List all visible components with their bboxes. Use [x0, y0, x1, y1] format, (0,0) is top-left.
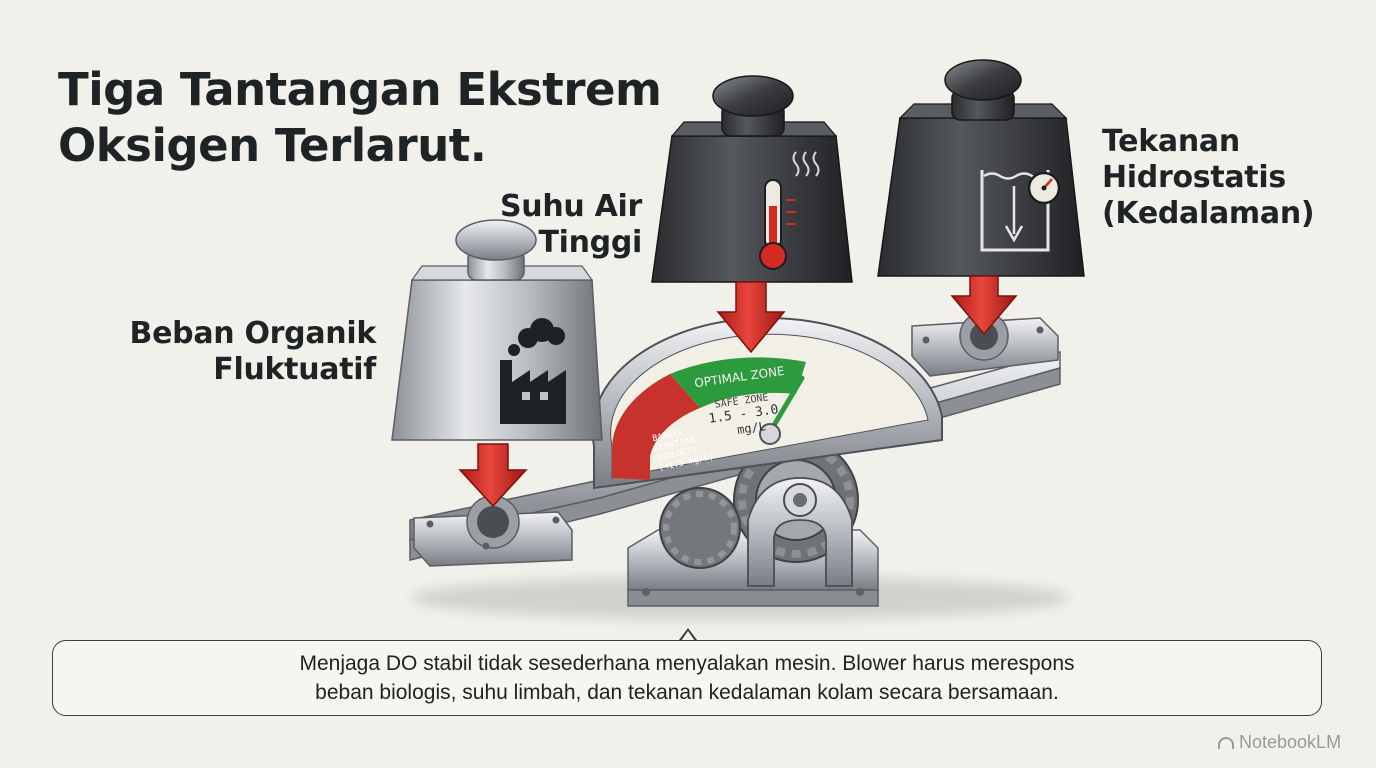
caption-line-2: beban biologis, suhu limbah, dan tekanan… — [315, 681, 1059, 704]
label-organic-line-2: Fluktuatif — [213, 352, 376, 387]
weight-water-temperature — [651, 75, 853, 283]
right-pan — [911, 311, 1059, 377]
caption-box: Menjaga DO stabil tidak sesederhana meny… — [52, 640, 1322, 716]
heat-waves-icon — [792, 151, 820, 177]
thermometer-icon — [759, 179, 796, 270]
weight-organic-load — [391, 219, 603, 441]
gauge-needle — [767, 375, 805, 435]
title-line-1: Tiga Tantangan Ekstrem — [58, 63, 662, 116]
watermark-text: NotebookLM — [1239, 732, 1342, 752]
label-organic-line-1: Beban Organik — [129, 316, 377, 351]
caption-pointer — [679, 628, 697, 641]
label-organic-load: Beban Organik Fluktuatif — [110, 316, 377, 388]
down-arrow-icon — [716, 281, 786, 354]
watermark: NotebookLM — [1218, 732, 1341, 753]
down-arrow-icon — [458, 443, 528, 508]
do-gauge — [591, 317, 943, 490]
title-line-2: Oksigen Terlarut. — [58, 119, 487, 172]
gauge-unit: mg/L — [736, 419, 767, 437]
gauge-danger-text: BAHAYA KEMATIAN BIOLOGIS (<1.5 mg/L) — [652, 428, 715, 474]
page-title: Tiga Tantangan Ekstrem Oksigen Terlarut. — [58, 62, 662, 174]
label-pressure-line-1: Tekanan — [1102, 124, 1240, 159]
pivot-bracket — [747, 477, 853, 587]
label-water-temperature: Suhu Air Tinggi — [470, 189, 642, 261]
label-pressure-line-2: Hidrostatis — [1102, 160, 1286, 195]
label-pressure-line-3: (Kedalaman) — [1102, 196, 1315, 231]
label-temperature-line-2: Tinggi — [538, 225, 642, 260]
label-temperature-line-1: Suhu Air — [499, 189, 642, 224]
caption-line-1: Menjaga DO stabil tidak sesederhana meny… — [299, 652, 1075, 675]
notebooklm-logo-icon — [1218, 736, 1234, 749]
pressure-gauge-icon — [1027, 171, 1061, 205]
weight-hydrostatic-pressure — [877, 59, 1085, 277]
factory-icon — [500, 318, 566, 424]
left-pan — [413, 495, 573, 567]
label-hydrostatic-pressure: Tekanan Hidrostatis (Kedalaman) — [1102, 124, 1332, 232]
down-arrow-icon — [950, 275, 1018, 336]
